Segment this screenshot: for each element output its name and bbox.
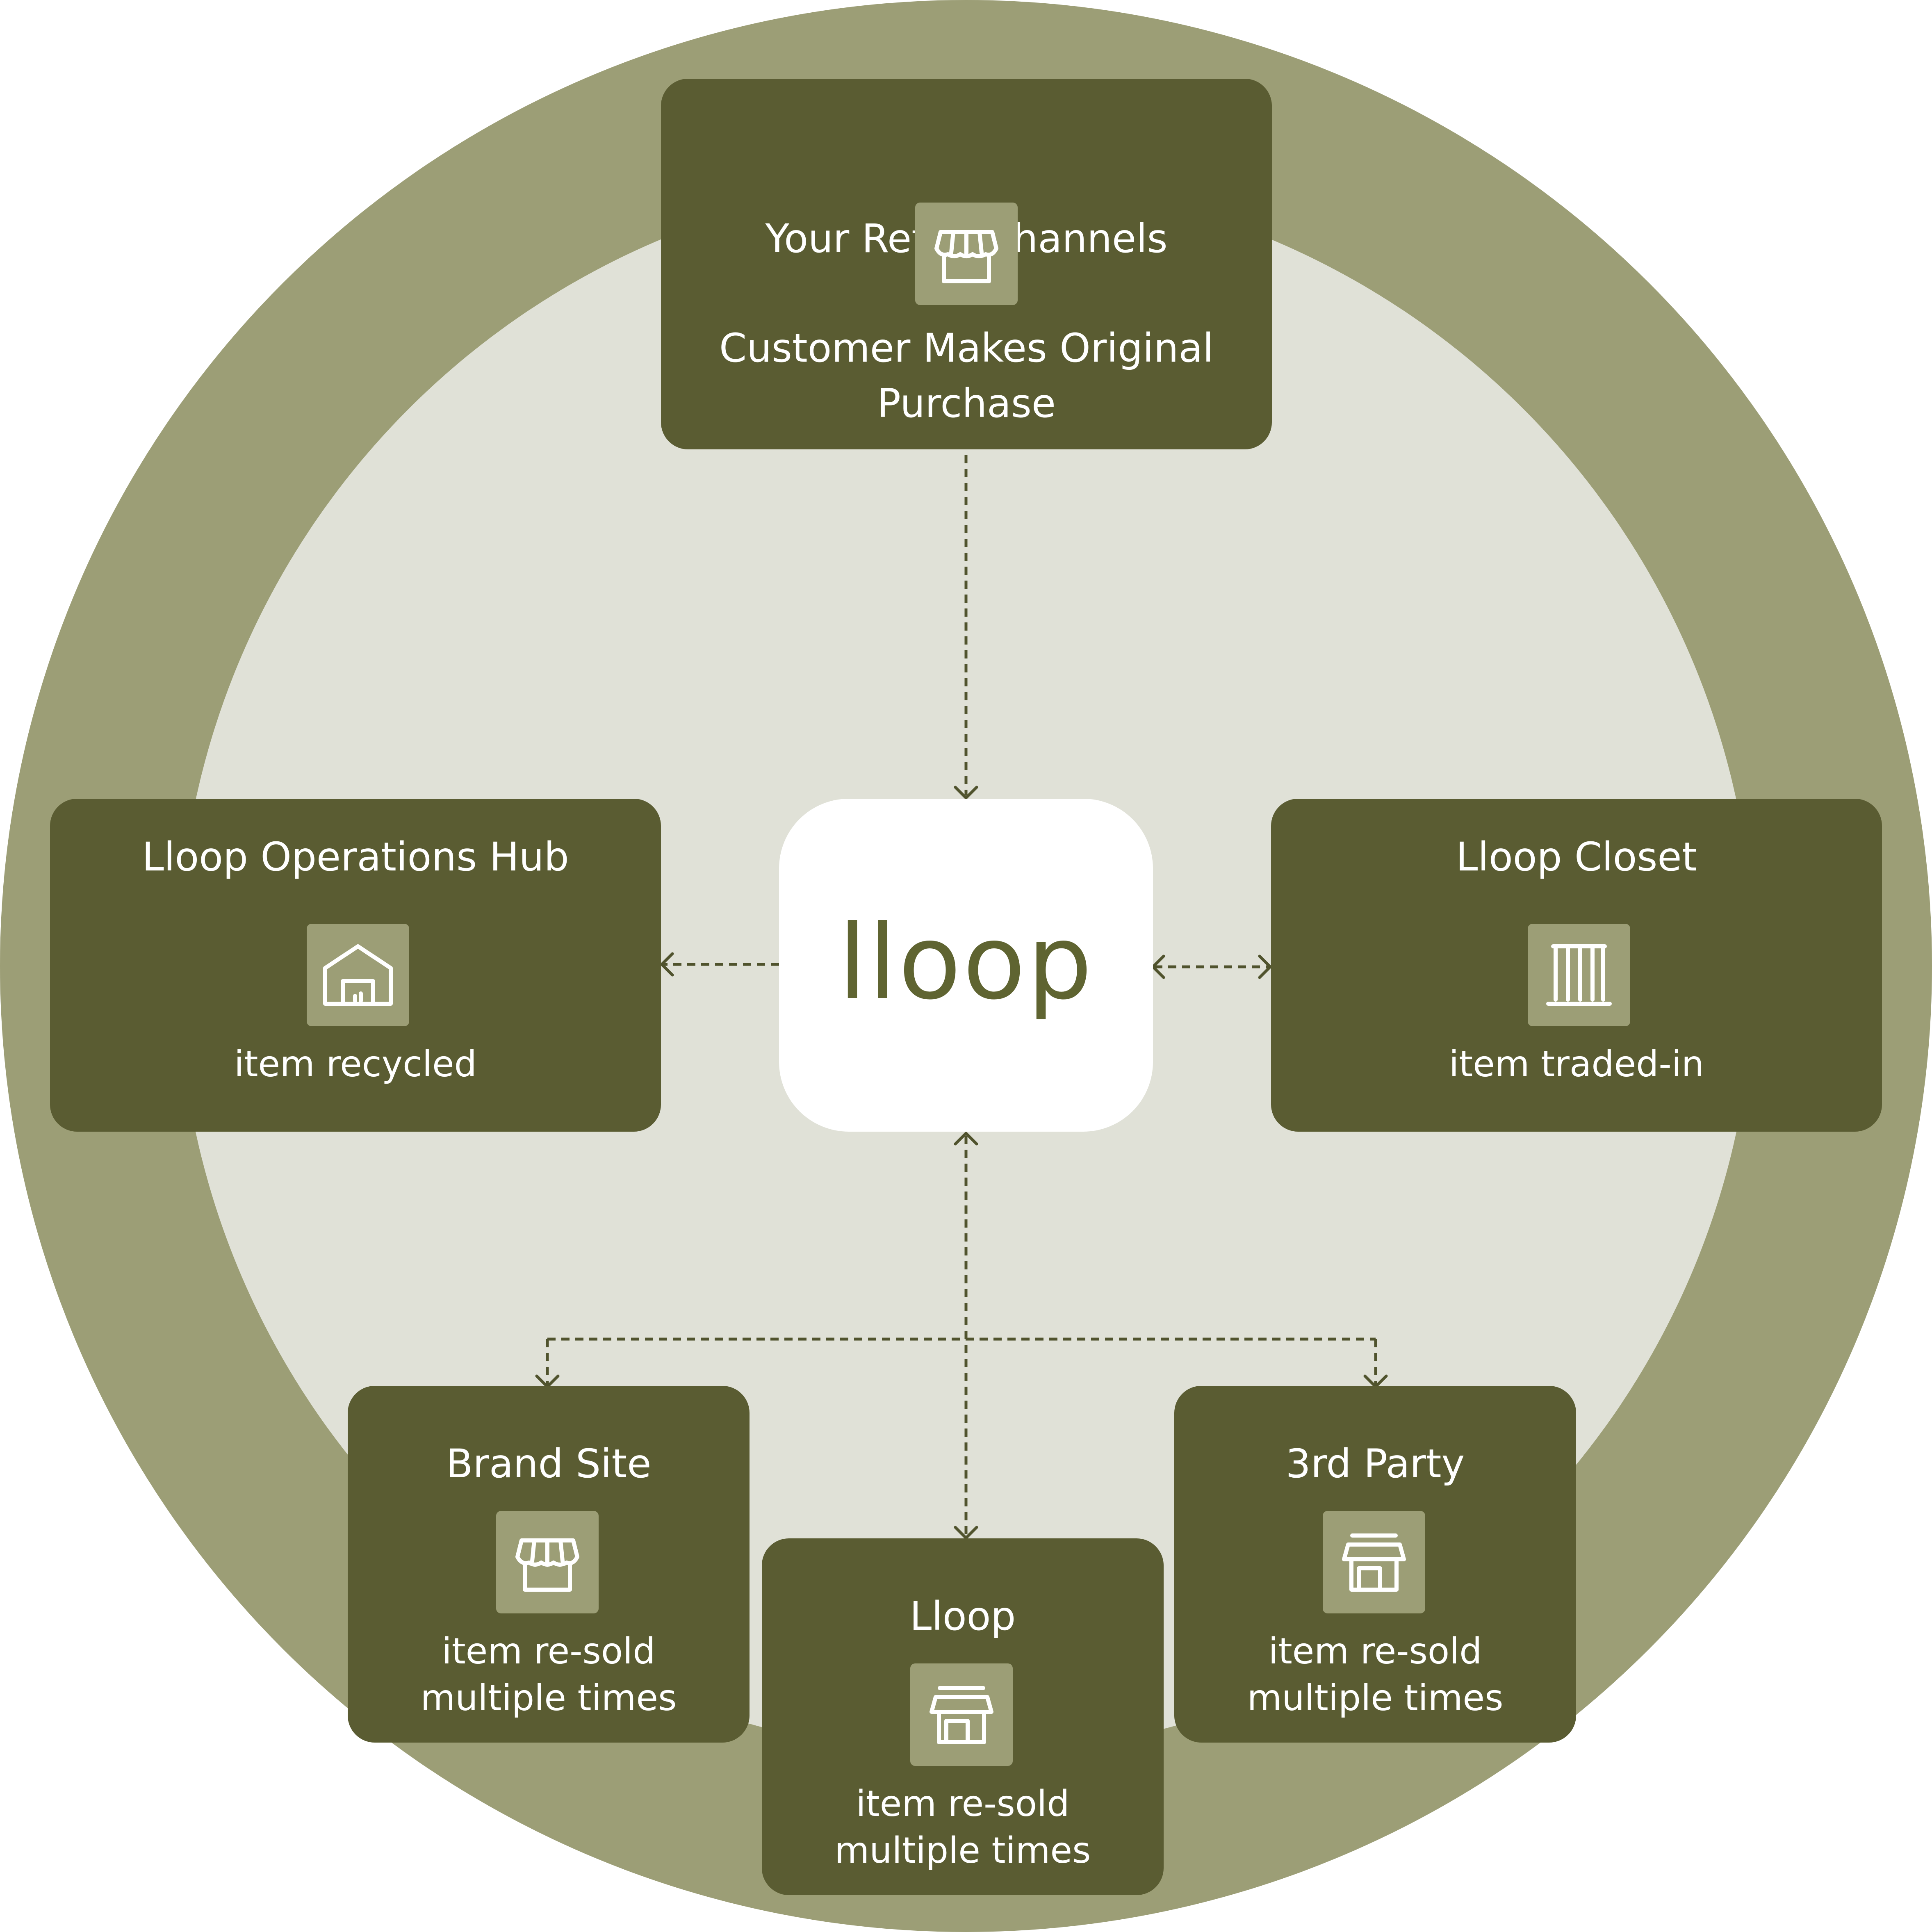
arrowhead-hub [660, 952, 674, 977]
node-lloop: Lloop item re-sold multiple times [762, 1538, 1164, 1895]
node-description: Customer Makes Original Purchase [719, 325, 1214, 426]
node-description: item re-sold multiple times [834, 1783, 1091, 1871]
arrowhead-retail-lloop [954, 786, 978, 800]
lloop-logo-card: lloop [779, 799, 1153, 1132]
storefront-awning-icon [496, 1511, 599, 1613]
node-description: item recycled [234, 1043, 477, 1085]
node-description: item traded-in [1449, 1043, 1704, 1085]
arrowhead-closet-left [1151, 955, 1165, 979]
node-third-party: 3rd Party item re-sold multiple times [1174, 1386, 1576, 1743]
node-title: Lloop [909, 1593, 1016, 1639]
warehouse-icon [307, 924, 409, 1026]
shop-icon [1323, 1511, 1425, 1613]
arrowhead-closet-right [1258, 955, 1272, 979]
node-title: 3rd Party [1285, 1441, 1465, 1487]
wardrobe-icon [1528, 924, 1630, 1026]
node-description: item re-sold multiple times [1247, 1630, 1504, 1719]
node-title: Lloop Closet [1456, 834, 1697, 880]
node-lloop-closet: Lloop Closet item traded-in [1271, 799, 1882, 1132]
lloop-logo: lloop [838, 903, 1094, 1022]
node-title: Lloop Operations Hub [142, 834, 569, 880]
node-title: Brand Site [446, 1441, 652, 1487]
node-brand-site: Brand Site item re-sold multiple times [348, 1386, 750, 1743]
arrowhead-lloop-down [954, 1526, 978, 1540]
storefront-awning-icon [915, 203, 1018, 305]
node-retail-channels: Your Retail Channels Customer Makes Orig… [661, 79, 1272, 449]
node-description: item re-sold multiple times [420, 1630, 677, 1719]
arrowhead-lloop-up [954, 1132, 978, 1146]
node-operations-hub: Lloop Operations Hub item recycled [50, 799, 661, 1132]
shop-icon [910, 1663, 1013, 1766]
